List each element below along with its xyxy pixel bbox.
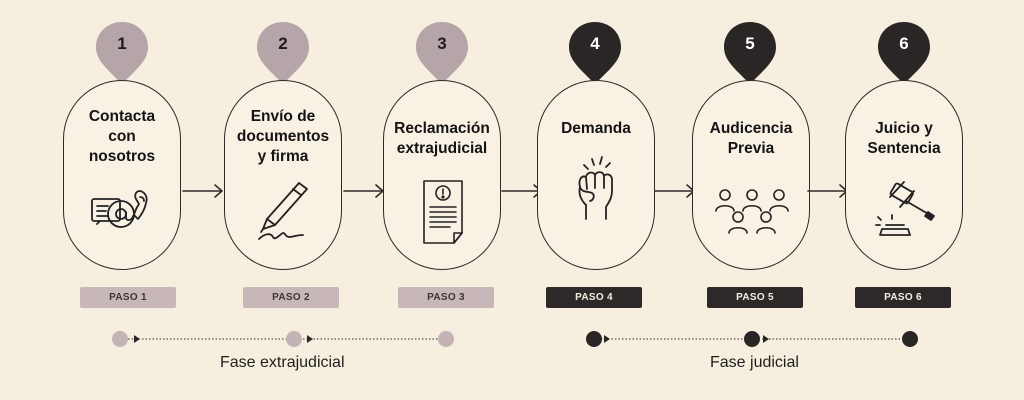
audience-group-icon: [715, 189, 789, 234]
step-1-card: Contacta con nosotros: [63, 80, 181, 270]
paso-label-6: PASO 6: [855, 287, 951, 308]
step-5-badge: 5: [722, 20, 778, 86]
connector-arrow-1-2: [182, 184, 223, 198]
timeline-dot-4: [586, 331, 602, 347]
phase-label-judicial: Fase judicial: [710, 354, 799, 371]
timeline-arrowhead-4: [763, 335, 769, 343]
contact-at-phone-icon: [91, 190, 148, 228]
raised-fist-icon: [578, 156, 613, 220]
step-2-number: 2: [278, 34, 288, 53]
pen-signature-icon: [258, 182, 308, 240]
step-3-card: Reclamación extrajudicial: [383, 80, 501, 270]
step-3-badge: 3: [414, 20, 470, 86]
paso-label-1: PASO 1: [80, 287, 176, 308]
document-alert-icon: [423, 180, 463, 244]
step-1-number: 1: [117, 34, 127, 53]
step-2-title: Envío de documentos y firma: [236, 108, 330, 165]
step-1-title: Contacta con nosotros: [88, 108, 156, 165]
step-3-title: Reclamación extrajudicial: [394, 120, 490, 157]
paso-label-4: PASO 4: [546, 287, 642, 308]
step-2-card: Envío de documentos y firma: [224, 80, 342, 270]
paso-label-2: PASO 2: [243, 287, 339, 308]
step-5-title: Audicencia Previa: [709, 120, 793, 157]
timeline-dot-2: [286, 331, 302, 347]
phase-label-extrajudicial: Fase extrajudicial: [220, 354, 345, 371]
step-3-number: 3: [437, 34, 447, 53]
connector-arrow-2-3: [343, 184, 384, 198]
step-2-badge: 2: [255, 20, 311, 86]
step-4-badge: 4: [567, 20, 623, 86]
gavel-icon: [875, 181, 935, 236]
timeline-dot-5: [744, 331, 760, 347]
timeline-dot-1: [112, 331, 128, 347]
step-4-number: 4: [590, 34, 600, 53]
paso-label-5: PASO 5: [707, 287, 803, 308]
phase-timeline: [112, 331, 918, 347]
step-6-title: Juicio y Sentencia: [867, 120, 941, 157]
step-1-badge: 1: [94, 20, 150, 86]
step-4-card: Demanda: [537, 80, 655, 270]
step-6-card: Juicio y Sentencia: [845, 80, 963, 270]
paso-label-3: PASO 3: [398, 287, 494, 308]
step-4-title: Demanda: [561, 120, 631, 137]
step-6-badge: 6: [876, 20, 932, 86]
step-5-card: Audicencia Previa: [692, 80, 810, 270]
timeline-arrowhead-2: [307, 335, 313, 343]
timeline-dot-3: [438, 331, 454, 347]
timeline-dot-6: [902, 331, 918, 347]
step-6-number: 6: [899, 34, 909, 53]
timeline-arrowhead-1: [134, 335, 140, 343]
step-5-number: 5: [745, 34, 755, 53]
timeline-arrowhead-3: [604, 335, 610, 343]
